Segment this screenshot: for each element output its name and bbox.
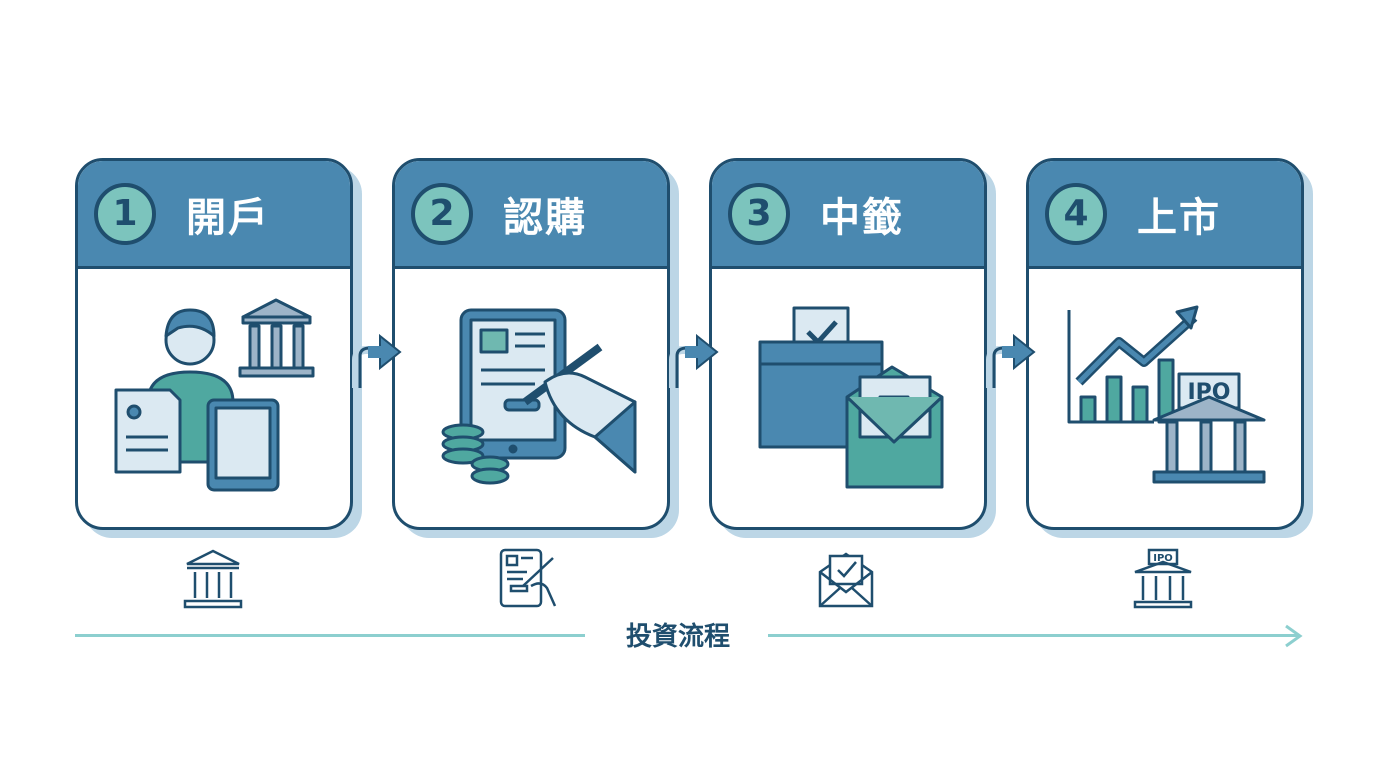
connector-arrow-icon: [352, 333, 402, 388]
step-header: 4 上市: [1029, 161, 1301, 269]
step-title: 認購: [503, 194, 587, 241]
step-number: 4: [1045, 182, 1107, 245]
envelope-check-icon: [818, 552, 874, 608]
step-header: 3 中籤: [712, 161, 984, 269]
connector-arrow-icon: [986, 333, 1036, 388]
timeline-line-right: [768, 634, 1298, 637]
step-card-listing: 4 上市 IPO: [1026, 158, 1304, 530]
step-header: 2 認購: [395, 161, 667, 269]
ipo-building-icon: IPO: [1133, 548, 1193, 609]
step-number: 2: [411, 182, 473, 245]
step-title: 中籤: [820, 194, 904, 241]
bank-icon: [183, 549, 243, 609]
tablet-signing-coins-icon: [441, 308, 637, 485]
chart-ipo-building-icon: IPO: [1067, 305, 1266, 484]
ballot-box-envelope-icon: [758, 306, 944, 489]
timeline-label: 投資流程: [625, 622, 730, 652]
step-title: 上市: [1137, 194, 1221, 241]
timeline-line-left: [75, 634, 585, 637]
step-card-open-account: 1 開戶: [75, 158, 353, 530]
person-bank-document-tablet-icon: [114, 298, 315, 492]
tablet-sign-icon: [499, 548, 557, 608]
step-card-allotment: 3 中籤: [709, 158, 987, 530]
connector-arrow-icon: [669, 333, 719, 388]
timeline-arrowhead-icon: [1285, 624, 1303, 648]
ipo-small-label: IPO: [1153, 553, 1173, 564]
ipo-label: IPO: [1187, 380, 1230, 405]
step-number: 1: [94, 182, 156, 245]
step-card-subscribe: 2 認購: [392, 158, 670, 530]
step-number: 3: [728, 182, 790, 245]
step-header: 1 開戶: [78, 161, 350, 269]
step-title: 開戶: [186, 194, 270, 241]
